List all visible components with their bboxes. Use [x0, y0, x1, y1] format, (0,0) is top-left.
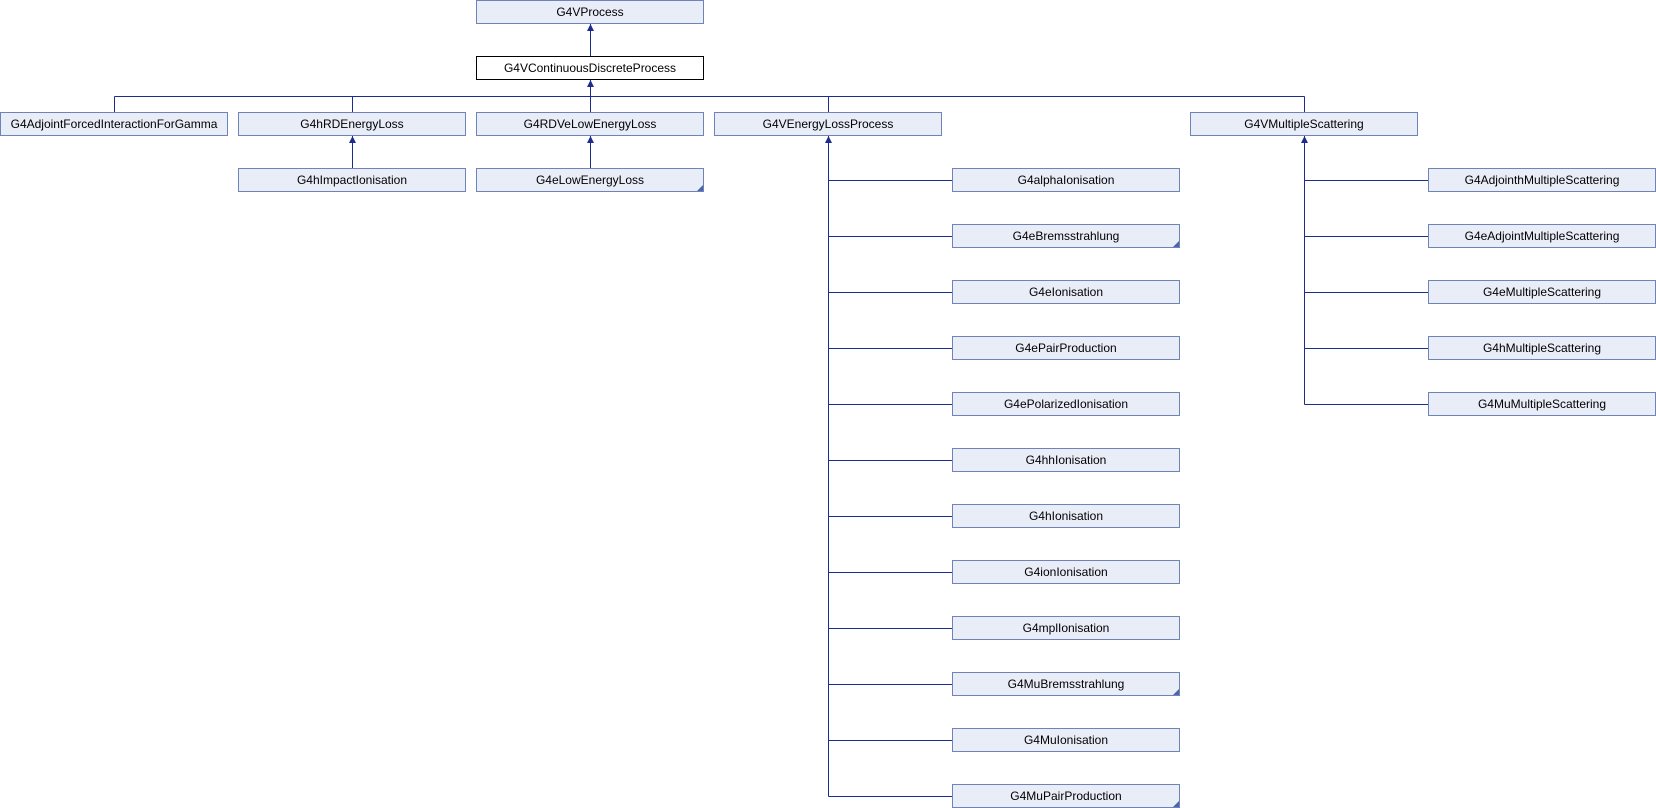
node-g4mumultiplescattering[interactable]: G4MuMultipleScattering: [1428, 392, 1656, 416]
arrowhead-g4venergylossprocess: [825, 136, 832, 143]
node-g4hmultiplescattering[interactable]: G4hMultipleScattering: [1428, 336, 1656, 360]
node-g4ionionisation[interactable]: G4ionIonisation: [952, 560, 1180, 584]
node-g4eadjointmultiplescattering[interactable]: G4eAdjointMultipleScattering: [1428, 224, 1656, 248]
node-g4himpactionisation[interactable]: G4hImpactIonisation: [238, 168, 466, 192]
more-subclasses-marker: [1173, 689, 1179, 695]
node-g4epolarizedionisation[interactable]: G4ePolarizedIonisation: [952, 392, 1180, 416]
node-g4muionisation[interactable]: G4MuIonisation: [952, 728, 1180, 752]
arrowhead-g4vmultiplescattering: [1301, 136, 1308, 143]
node-g4mubremsstrahlung[interactable]: G4MuBremsstrahlung: [952, 672, 1180, 696]
node-g4mplionisation[interactable]: G4mplIonisation: [952, 616, 1180, 640]
node-g4hionisation[interactable]: G4hIonisation: [952, 504, 1180, 528]
node-g4adjointhmultiplescattering[interactable]: G4AdjointhMultipleScattering: [1428, 168, 1656, 192]
node-g4epairproduction[interactable]: G4ePairProduction: [952, 336, 1180, 360]
node-g4eionisation[interactable]: G4eIonisation: [952, 280, 1180, 304]
node-g4hrdenergyloss[interactable]: G4hRDEnergyLoss: [238, 112, 466, 136]
node-g4rdvelowenergyloss[interactable]: G4RDVeLowEnergyLoss: [476, 112, 704, 136]
more-subclasses-marker: [697, 185, 703, 191]
node-g4vcontinuousdiscreteprocess-current: G4VContinuousDiscreteProcess: [476, 56, 704, 80]
arrowhead-g4vcontinuousdiscreteprocess: [587, 80, 594, 87]
node-g4hhionisation[interactable]: G4hhIonisation: [952, 448, 1180, 472]
node-g4vmultiplescattering[interactable]: G4VMultipleScattering: [1190, 112, 1418, 136]
more-subclasses-marker: [1173, 241, 1179, 247]
node-g4venergylossprocess[interactable]: G4VEnergyLossProcess: [714, 112, 942, 136]
node-g4vprocess[interactable]: G4VProcess: [476, 0, 704, 24]
arrowhead-g4hrdenergyloss: [349, 136, 356, 143]
node-g4elowenergyloss[interactable]: G4eLowEnergyLoss: [476, 168, 704, 192]
node-g4mupairproduction[interactable]: G4MuPairProduction: [952, 784, 1180, 808]
node-g4ebremsstrahlung[interactable]: G4eBremsstrahlung: [952, 224, 1180, 248]
node-g4adjointforcedinteractionforgamma[interactable]: G4AdjointForcedInteractionForGamma: [0, 112, 228, 136]
arrowhead-g4vprocess: [587, 24, 594, 31]
node-g4emultiplescattering[interactable]: G4eMultipleScattering: [1428, 280, 1656, 304]
node-g4alphaionisation[interactable]: G4alphaIonisation: [952, 168, 1180, 192]
arrowhead-g4rdvelowenergyloss: [587, 136, 594, 143]
more-subclasses-marker: [1173, 801, 1179, 807]
